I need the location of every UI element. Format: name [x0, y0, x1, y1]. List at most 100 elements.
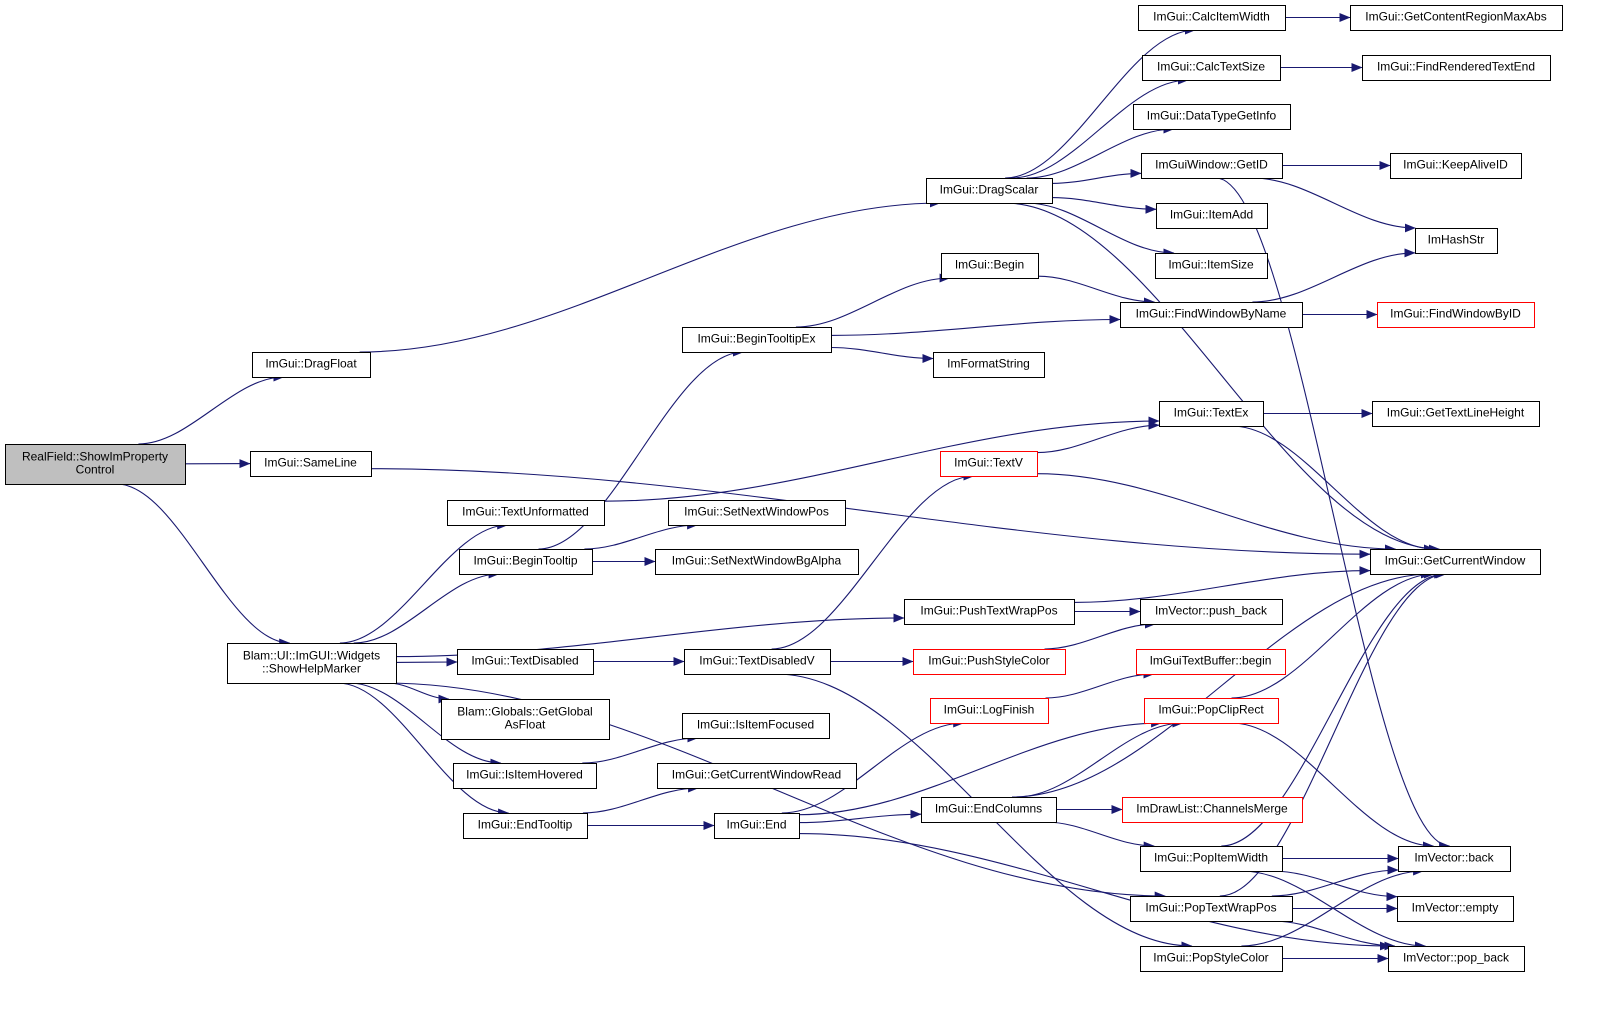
node-drag-scalar[interactable]: ImGui::DragScalar	[926, 178, 1053, 204]
node-is-item-focused[interactable]: ImGui::IsItemFocused	[682, 713, 830, 739]
edge-pop-clip-rect-to-vec-back	[1231, 722, 1434, 851]
edge-push-style-color-to-vec-push-back	[1044, 619, 1156, 650]
node-label: ImGui::FindWindowByName	[1136, 307, 1287, 321]
node-is-item-hovered[interactable]: ImGui::IsItemHovered	[453, 763, 597, 789]
edge-text-unformatted-to-text-ex	[603, 416, 1160, 502]
edge-begin-to-find-window-by-name	[1037, 275, 1155, 307]
node-set-next-window-bg-alpha[interactable]: ImGui::SetNextWindowBgAlpha	[655, 549, 859, 575]
node-text-ex[interactable]: ImGui::TextEx	[1159, 401, 1264, 427]
node-label: Blam::Globals::GetGlobal	[457, 705, 592, 719]
node-text-v[interactable]: ImGui::TextV	[940, 451, 1038, 477]
node-end-columns[interactable]: ImGui::EndColumns	[921, 797, 1057, 823]
node-vec-empty[interactable]: ImVector::empty	[1397, 896, 1514, 922]
edge-end-to-log-finish	[781, 718, 965, 814]
node-get-current-window-read[interactable]: ImGui::GetCurrentWindowRead	[657, 763, 857, 789]
node-box	[1122, 797, 1303, 823]
node-pop-text-wrap-pos[interactable]: ImGui::PopTextWrapPos	[1130, 896, 1293, 922]
node-set-next-window-pos[interactable]: ImGui::SetNextWindowPos	[668, 500, 846, 526]
node-text-disabled-v[interactable]: ImGui::TextDisabledV	[684, 649, 831, 675]
node-text-disabled[interactable]: ImGui::TextDisabled	[457, 649, 594, 675]
node-push-text-wrap-pos[interactable]: ImGui::PushTextWrapPos	[904, 599, 1075, 625]
node-begin-tooltip[interactable]: ImGui::BeginTooltip	[459, 549, 593, 575]
node-box	[1159, 401, 1264, 427]
node-box	[1398, 846, 1511, 872]
node-end[interactable]: ImGui::End	[714, 813, 800, 839]
node-keep-alive-id[interactable]: ImGui::KeepAliveID	[1390, 153, 1522, 179]
node-box	[940, 451, 1038, 477]
node-data-type-get-info[interactable]: ImGui::DataTypeGetInfo	[1133, 104, 1291, 130]
node-box	[463, 813, 588, 839]
edge-end-columns-to-pop-item-width	[1045, 821, 1155, 851]
node-box	[1141, 153, 1283, 179]
node-box	[1390, 153, 1522, 179]
node-text-buffer-begin[interactable]: ImGuiTextBuffer::begin	[1136, 649, 1286, 675]
edge-begin-tooltip-ex-to-begin	[795, 273, 951, 328]
node-box	[227, 643, 397, 684]
node-label: ImGui::GetContentRegionMaxAbs	[1365, 10, 1546, 24]
node-pop-style-color[interactable]: ImGui::PopStyleColor	[1140, 946, 1283, 972]
node-pop-clip-rect[interactable]: ImGui::PopClipRect	[1144, 698, 1279, 724]
node-box	[941, 253, 1039, 279]
node-calc-item-width[interactable]: ImGui::CalcItemWidth	[1138, 5, 1286, 31]
node-calc-text-size[interactable]: ImGui::CalcTextSize	[1142, 55, 1281, 81]
node-label: ImGui::PopStyleColor	[1153, 951, 1268, 965]
node-vec-push-back[interactable]: ImVector::push_back	[1140, 599, 1283, 625]
node-label: ImGui::PopItemWidth	[1154, 851, 1268, 865]
node-find-rendered-text-end[interactable]: ImGui::FindRenderedTextEnd	[1362, 55, 1551, 81]
node-label: ImGui::SetNextWindowPos	[684, 505, 829, 519]
node-begin-tooltip-ex[interactable]: ImGui::BeginTooltipEx	[682, 327, 832, 353]
node-get-id[interactable]: ImGuiWindow::GetID	[1141, 153, 1283, 179]
node-label: ImHashStr	[1428, 233, 1485, 247]
edge-show-help-to-end-tooltip	[337, 682, 510, 818]
node-drag-float[interactable]: ImGui::DragFloat	[252, 352, 371, 378]
node-im-hash-str[interactable]: ImHashStr	[1415, 228, 1498, 254]
node-box	[5, 444, 186, 485]
edge-end-columns-to-pop-clip-rect	[1016, 718, 1184, 798]
node-same-line[interactable]: ImGui::SameLine	[250, 451, 372, 477]
node-get-current-window[interactable]: ImGui::GetCurrentWindow	[1370, 549, 1541, 575]
node-label: Control	[76, 463, 115, 477]
edge-pop-text-wrap-pos-to-vec-back	[1271, 865, 1399, 897]
edge-begin-tooltip-ex-to-find-window-by-name	[830, 315, 1121, 336]
node-label: ImGui::ItemAdd	[1170, 208, 1253, 222]
node-box	[457, 649, 594, 675]
node-pop-item-width[interactable]: ImGui::PopItemWidth	[1140, 846, 1283, 872]
edge-begin-tooltip-ex-to-im-format-string	[830, 346, 934, 363]
node-item-size[interactable]: ImGui::ItemSize	[1155, 253, 1268, 279]
node-label: ImGui::EndColumns	[935, 802, 1042, 816]
node-get-text-line-height[interactable]: ImGui::GetTextLineHeight	[1372, 401, 1540, 427]
node-box	[1136, 649, 1286, 675]
edge-end-to-vec-pop-back	[798, 833, 1391, 951]
node-vec-back[interactable]: ImVector::back	[1398, 846, 1511, 872]
node-begin[interactable]: ImGui::Begin	[941, 253, 1039, 279]
edge-root-to-drag-float	[138, 372, 285, 445]
node-log-finish[interactable]: ImGui::LogFinish	[930, 698, 1049, 724]
node-box	[1133, 104, 1291, 130]
node-get-content-region-max-abs[interactable]: ImGui::GetContentRegionMaxAbs	[1350, 5, 1563, 31]
node-find-window-by-id[interactable]: ImGui::FindWindowByID	[1377, 302, 1535, 328]
node-item-add[interactable]: ImGui::ItemAdd	[1156, 203, 1268, 229]
node-push-style-color[interactable]: ImGui::PushStyleColor	[913, 649, 1066, 675]
edge-pop-clip-rect-to-get-current-window	[1231, 569, 1435, 699]
node-text-unformatted[interactable]: ImGui::TextUnformatted	[447, 500, 605, 526]
node-label: ImGui::End	[726, 818, 786, 832]
call-edges	[116, 13, 1451, 963]
node-box	[1140, 599, 1283, 625]
node-box	[684, 649, 831, 675]
node-label: AsFloat	[505, 718, 546, 732]
edge-same-line-to-get-current-window	[370, 468, 1371, 559]
node-box	[657, 763, 857, 789]
node-channels-merge[interactable]: ImDrawList::ChannelsMerge	[1122, 797, 1303, 823]
node-label: ::ShowHelpMarker	[262, 662, 361, 676]
node-vec-pop-back[interactable]: ImVector::pop_back	[1388, 946, 1525, 972]
node-find-window-by-name[interactable]: ImGui::FindWindowByName	[1120, 302, 1303, 328]
node-box	[921, 797, 1057, 823]
node-label: ImGui::TextDisabled	[471, 654, 578, 668]
node-end-tooltip[interactable]: ImGui::EndTooltip	[463, 813, 588, 839]
node-label: ImGui::FindRenderedTextEnd	[1377, 60, 1535, 74]
node-im-format-string[interactable]: ImFormatString	[933, 352, 1045, 378]
node-show-help[interactable]: Blam::UI::ImGUI::Widgets::ShowHelpMarker	[227, 643, 397, 684]
